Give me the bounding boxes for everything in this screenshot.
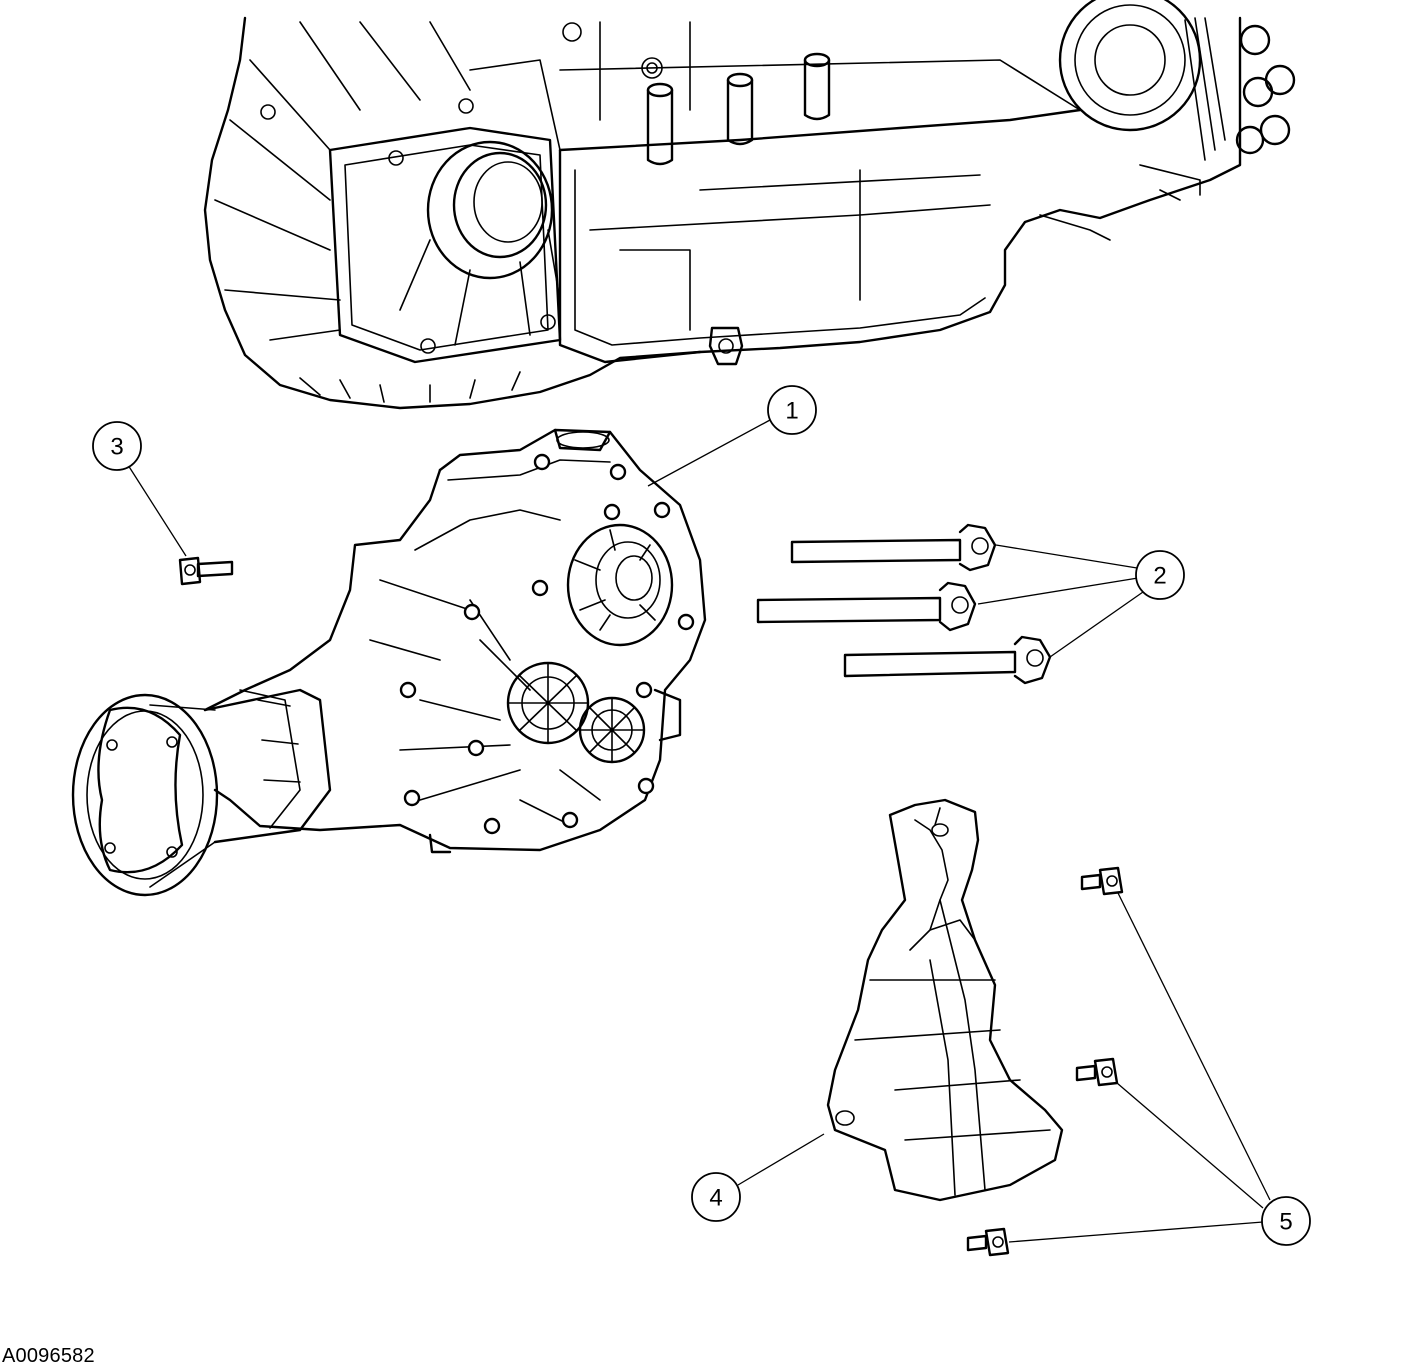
engine-transmission-assembly [203, 0, 1296, 410]
small-bolts-5 [966, 866, 1124, 1257]
figure-id: A0096582 [2, 1345, 95, 1367]
housing-bolt-heads [399, 453, 695, 835]
callout-1: 1 [767, 385, 817, 435]
differential-housing [71, 428, 707, 897]
callout-2: 2 [1135, 550, 1185, 600]
callout-5-label: 5 [1279, 1209, 1292, 1236]
callout-5: 5 [1261, 1196, 1311, 1246]
small-bolt-3 [178, 556, 234, 586]
heat-shield [826, 798, 1064, 1202]
callout-1-label: 1 [785, 398, 798, 425]
callout-4: 4 [691, 1172, 741, 1222]
callout-2-label: 2 [1153, 563, 1166, 590]
long-bolts [756, 523, 1052, 685]
leader-lines [127, 419, 1271, 1243]
callout-3: 3 [92, 421, 142, 471]
callout-4-label: 4 [709, 1185, 722, 1212]
callout-3-label: 3 [110, 434, 123, 461]
